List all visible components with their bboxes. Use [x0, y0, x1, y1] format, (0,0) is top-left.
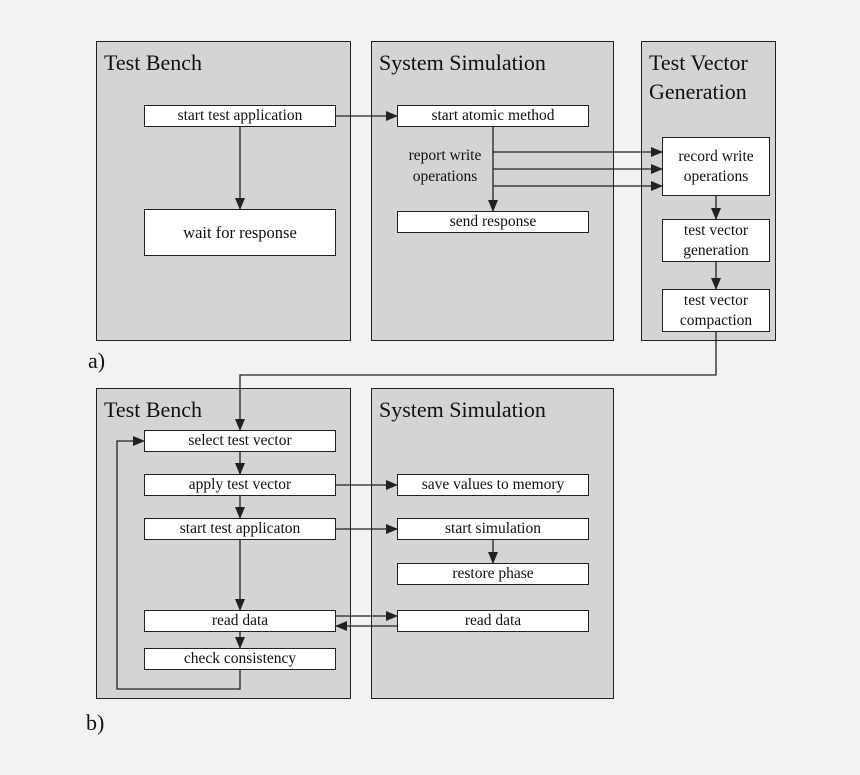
- box-start-test-applicaton: start test applicaton: [144, 518, 336, 540]
- panel-a-system-simulation: System Simulation: [371, 41, 614, 341]
- box-test-vector-compaction: test vector compaction: [662, 289, 770, 332]
- box-check-consistency: check consistency: [144, 648, 336, 670]
- label-part-b: b): [86, 710, 105, 735]
- box-test-vector-generation: test vector generation: [662, 219, 770, 262]
- box-restore-phase: restore phase: [397, 563, 589, 585]
- box-send-response: send response: [397, 211, 589, 233]
- box-apply-test-vector: apply test vector: [144, 474, 336, 496]
- label-part-a: a): [88, 348, 106, 373]
- panel-title: Test Bench: [104, 397, 203, 422]
- panel-a-test-bench: Test Bench: [96, 41, 351, 341]
- box-start-simulation: start simulation: [397, 518, 589, 540]
- panel-b-system-simulation: System Simulation: [371, 388, 614, 699]
- panel-title: System Simulation: [379, 50, 546, 75]
- text-report-write-operations: report write operations: [408, 147, 482, 185]
- box-save-values-to-memory: save values to memory: [397, 474, 589, 496]
- box-select-test-vector: select test vector: [144, 430, 336, 452]
- box-wait-for-response: wait for response: [144, 209, 336, 256]
- box-start-test-application: start test application: [144, 105, 336, 127]
- panel-title: Test Bench: [104, 50, 203, 75]
- box-read-data-bench: read data: [144, 610, 336, 632]
- panel-title: Test Vector Generation: [649, 50, 748, 104]
- box-start-atomic-method: start atomic method: [397, 105, 589, 127]
- panel-title: System Simulation: [379, 397, 546, 422]
- box-read-data-simulation: read data: [397, 610, 589, 632]
- box-record-write-operations: record write operations: [662, 137, 770, 196]
